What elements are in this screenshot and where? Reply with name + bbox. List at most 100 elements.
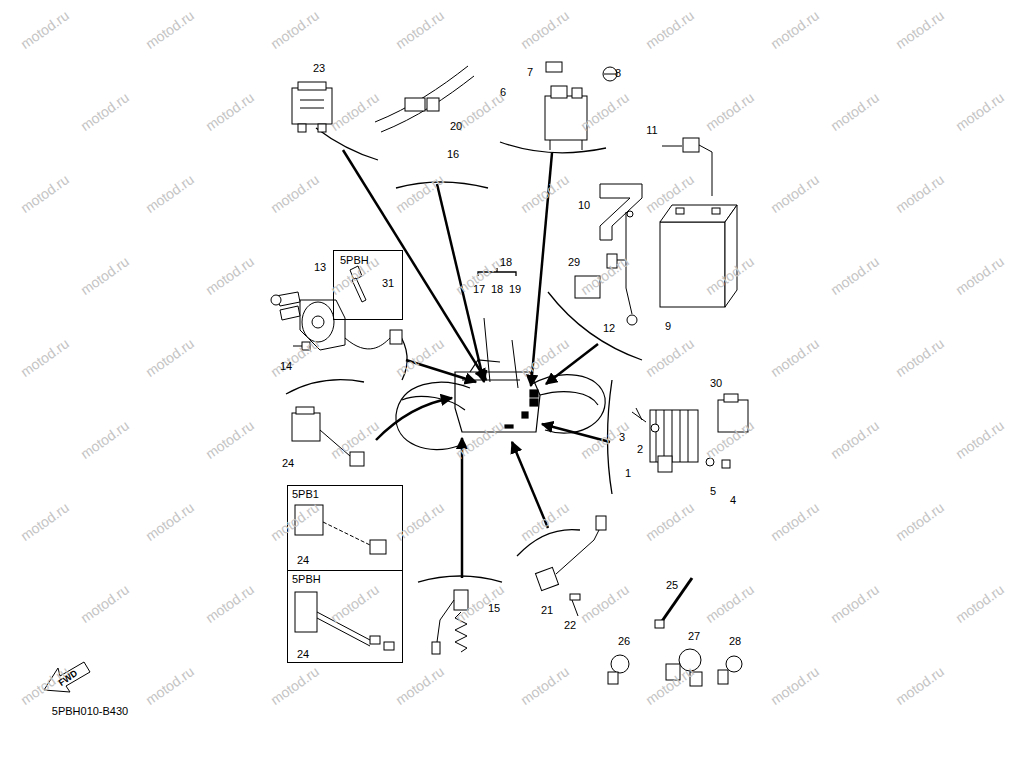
drawing-stroke: [390, 330, 402, 344]
watermark: motod.ru: [578, 582, 632, 626]
drawing-stroke: [500, 142, 606, 153]
drawing-stroke: [655, 620, 664, 628]
callout-number: 15: [488, 602, 500, 614]
drawing-stroke: [551, 86, 567, 98]
drawing-stroke: [572, 88, 582, 98]
watermark: motod.ru: [143, 172, 197, 216]
callout-number: 31: [382, 277, 394, 289]
watermark: motod.ru: [953, 582, 1007, 626]
drawing-stroke: [522, 412, 528, 418]
callout-number: 12: [603, 322, 615, 334]
drawing-stroke: [718, 670, 728, 684]
variant-code: 5PB1: [292, 488, 319, 500]
drawing-stroke: [662, 146, 682, 147]
watermark: motod.ru: [18, 336, 72, 380]
drawing-stroke: [608, 672, 618, 684]
watermark: motod.ru: [893, 336, 947, 380]
watermark: motod.ru: [203, 582, 257, 626]
drawing-stroke: [604, 74, 616, 75]
watermark: motod.ru: [78, 90, 132, 134]
drawing-stroke: [627, 211, 633, 217]
drawing-stroke: [656, 410, 688, 462]
drawing-stroke: [676, 208, 684, 214]
watermark: motod.ru: [518, 172, 572, 216]
drawing-stroke: [427, 98, 439, 111]
drawing-stroke: [350, 452, 364, 466]
drawing-stroke: [296, 407, 314, 414]
watermark: motod.ru: [893, 500, 947, 544]
watermark: motod.ru: [78, 254, 132, 298]
callout-number: 4: [730, 494, 736, 506]
watermark: motod.ru: [328, 90, 382, 134]
drawing-stroke: [546, 62, 562, 72]
drawing-stroke: [375, 66, 468, 122]
fuse-leaders: [484, 318, 518, 388]
drawing-stroke: [280, 306, 300, 320]
watermark: motod.ru: [203, 254, 257, 298]
callout-number: 24: [297, 554, 309, 566]
drawing-stroke: [540, 392, 598, 405]
watermark: motod.ru: [953, 418, 1007, 462]
drawing-stroke: [405, 98, 425, 111]
callout-number: 17: [473, 283, 485, 295]
watermark: motod.ru: [268, 172, 322, 216]
callout-number: 29: [568, 256, 580, 268]
callout-number: 24: [282, 457, 294, 469]
drawing-stroke: [699, 145, 712, 196]
drawing-stroke: [295, 592, 317, 632]
drawing-stroke: [550, 140, 582, 150]
callout-number: 26: [618, 635, 630, 647]
callout-number: 6: [500, 86, 506, 98]
callout-number: 10: [578, 199, 590, 211]
drawing-stroke: [627, 315, 637, 325]
callout-number: 1: [625, 467, 631, 479]
drawing-stroke: [570, 594, 580, 600]
variant-code: 5PBH: [292, 573, 321, 585]
drawing-stroke: [381, 76, 474, 132]
watermark: motod.ru: [393, 8, 447, 52]
drawing-stroke: [345, 338, 390, 349]
variant-inset-panel: 5PB1 24: [287, 485, 403, 571]
watermark: motod.ru: [18, 8, 72, 52]
watermark: motod.ru: [518, 664, 572, 708]
drawing-stroke: [600, 184, 642, 240]
callout-number: 22: [564, 619, 576, 631]
drawing-stroke: [323, 522, 370, 545]
drawing-stroke: [298, 82, 326, 90]
drawing-stroke: [658, 456, 672, 472]
watermark: motod.ru: [893, 664, 947, 708]
figure-code: 5PBH010-B430: [52, 705, 128, 717]
watermark: motod.ru: [78, 418, 132, 462]
callout-number: 18: [491, 283, 503, 295]
drawing-stroke: [384, 642, 394, 650]
callout-number: 25: [666, 579, 678, 591]
watermark: motod.ru: [768, 8, 822, 52]
drawing-stroke: [286, 380, 364, 394]
drawing-stroke: [724, 394, 738, 402]
watermark: motod.ru: [953, 254, 1007, 298]
drawing-stroke: [437, 600, 454, 642]
drawing-stroke: [535, 567, 558, 590]
drawing-stroke: [302, 302, 334, 342]
watermark: motod.ru: [268, 8, 322, 52]
callout-number: 28: [729, 635, 741, 647]
watermark: motod.ru: [203, 418, 257, 462]
callout-number: 20: [450, 120, 462, 132]
watermark: motod.ru: [828, 418, 882, 462]
drawing-stroke: [530, 390, 538, 397]
drawing-stroke: [660, 578, 692, 624]
drawing-stroke: [572, 600, 578, 616]
watermark: motod.ru: [768, 336, 822, 380]
drawing-stroke: [432, 642, 440, 654]
watermark: motod.ru: [643, 500, 697, 544]
callout-number: 2: [637, 443, 643, 455]
group-brackets: [286, 128, 642, 582]
watermark: motod.ru: [143, 664, 197, 708]
watermark: motod.ru: [268, 664, 322, 708]
watermark: motod.ru: [893, 172, 947, 216]
callout-number: 8: [615, 67, 621, 79]
callout-number: 13: [314, 261, 326, 273]
watermark: motod.ru: [143, 336, 197, 380]
